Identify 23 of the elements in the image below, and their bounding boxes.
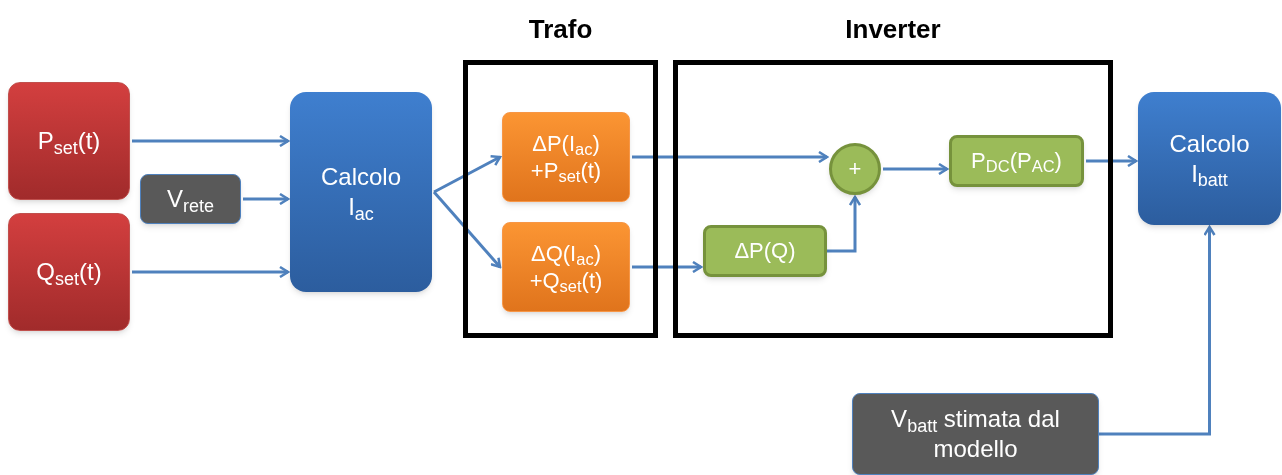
arrow (243, 192, 290, 206)
process-box: Calcolo I$_{ac}$ (290, 92, 432, 292)
arrow (632, 260, 703, 274)
arrow (883, 162, 949, 176)
arrow (433, 155, 502, 194)
input-box: V$_{batt}$ stimata dal modello (852, 393, 1099, 475)
process-box: ΔQ(I$_{ac}$) +Q$_{set}$(t) (502, 222, 630, 312)
group-heading: Trafo (527, 13, 594, 46)
input-box: V$_{rete}$ (140, 174, 241, 224)
arrow (1099, 225, 1216, 436)
input-box: P$_{set}$(t) (8, 82, 130, 200)
arrow (132, 134, 290, 148)
arrow (1086, 154, 1138, 168)
group-heading: Inverter (844, 13, 942, 46)
process-box: ΔP(Q) (703, 225, 827, 277)
process-box: Calcolo I$_{batt}$ (1138, 92, 1281, 225)
process-box: ΔP(I$_{ac}$) +P$_{set}$(t) (502, 112, 630, 202)
arrow (827, 195, 862, 253)
process-box: P$_{DC}$(P$_{AC}$) (949, 135, 1084, 187)
arrow (132, 265, 290, 279)
arrow (632, 150, 829, 164)
input-box: Q$_{set}$(t) (8, 213, 130, 331)
arrow (432, 191, 502, 269)
